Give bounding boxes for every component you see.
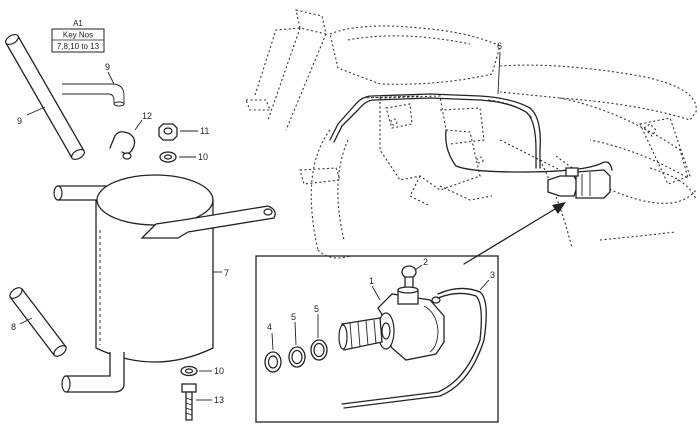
label-12: 12 — [142, 111, 152, 121]
nut-part-11 — [158, 123, 198, 141]
detail-view-frame — [255, 255, 499, 423]
label-8: 8 — [11, 322, 16, 332]
callout-ref: A1 — [73, 19, 83, 28]
callout-title: Key Nos — [63, 31, 93, 40]
label-11: 11 — [200, 126, 209, 136]
label-10b: 10 — [214, 366, 224, 376]
ring-part-5-b — [310, 314, 328, 361]
ring-part-5-a — [288, 321, 306, 368]
washer-part-10-bottom — [180, 365, 212, 377]
label-13: 13 — [214, 395, 224, 405]
label-2: 2 — [423, 257, 428, 267]
cap-part-2 — [401, 264, 423, 289]
bolt-part-13 — [181, 383, 212, 421]
label-6: 6 — [497, 41, 502, 51]
pipe-part-3 — [341, 279, 490, 409]
ring-part-4 — [264, 332, 282, 373]
label-3: 3 — [490, 270, 495, 280]
label-1: 1 — [369, 276, 374, 286]
label-9b: 9 — [105, 62, 110, 72]
key-callout-box: A1 Key Nos 7,8,10 to 13 — [51, 19, 105, 53]
label-4: 4 — [267, 322, 272, 332]
washer-part-10-top — [159, 151, 196, 163]
tube-part-9 — [5, 33, 85, 161]
pump-body-part-1 — [338, 285, 445, 361]
label-10a: 10 — [198, 152, 208, 162]
motorcycle-outline — [245, 9, 697, 259]
installed-pump — [547, 167, 611, 199]
label-7: 7 — [224, 268, 229, 278]
label-9a: 9 — [17, 116, 22, 126]
bent-hose-part-9 — [62, 71, 125, 107]
cable-part-6 — [329, 51, 613, 173]
clip-part-12 — [109, 119, 143, 160]
canister-part-7 — [53, 174, 276, 393]
label-5b: 5 — [314, 304, 319, 314]
label-5a: 5 — [291, 312, 296, 322]
tube-part-8 — [9, 287, 67, 357]
callout-range: 7,8,10 to 13 — [57, 42, 100, 51]
detail-leader-arrow — [463, 202, 566, 265]
